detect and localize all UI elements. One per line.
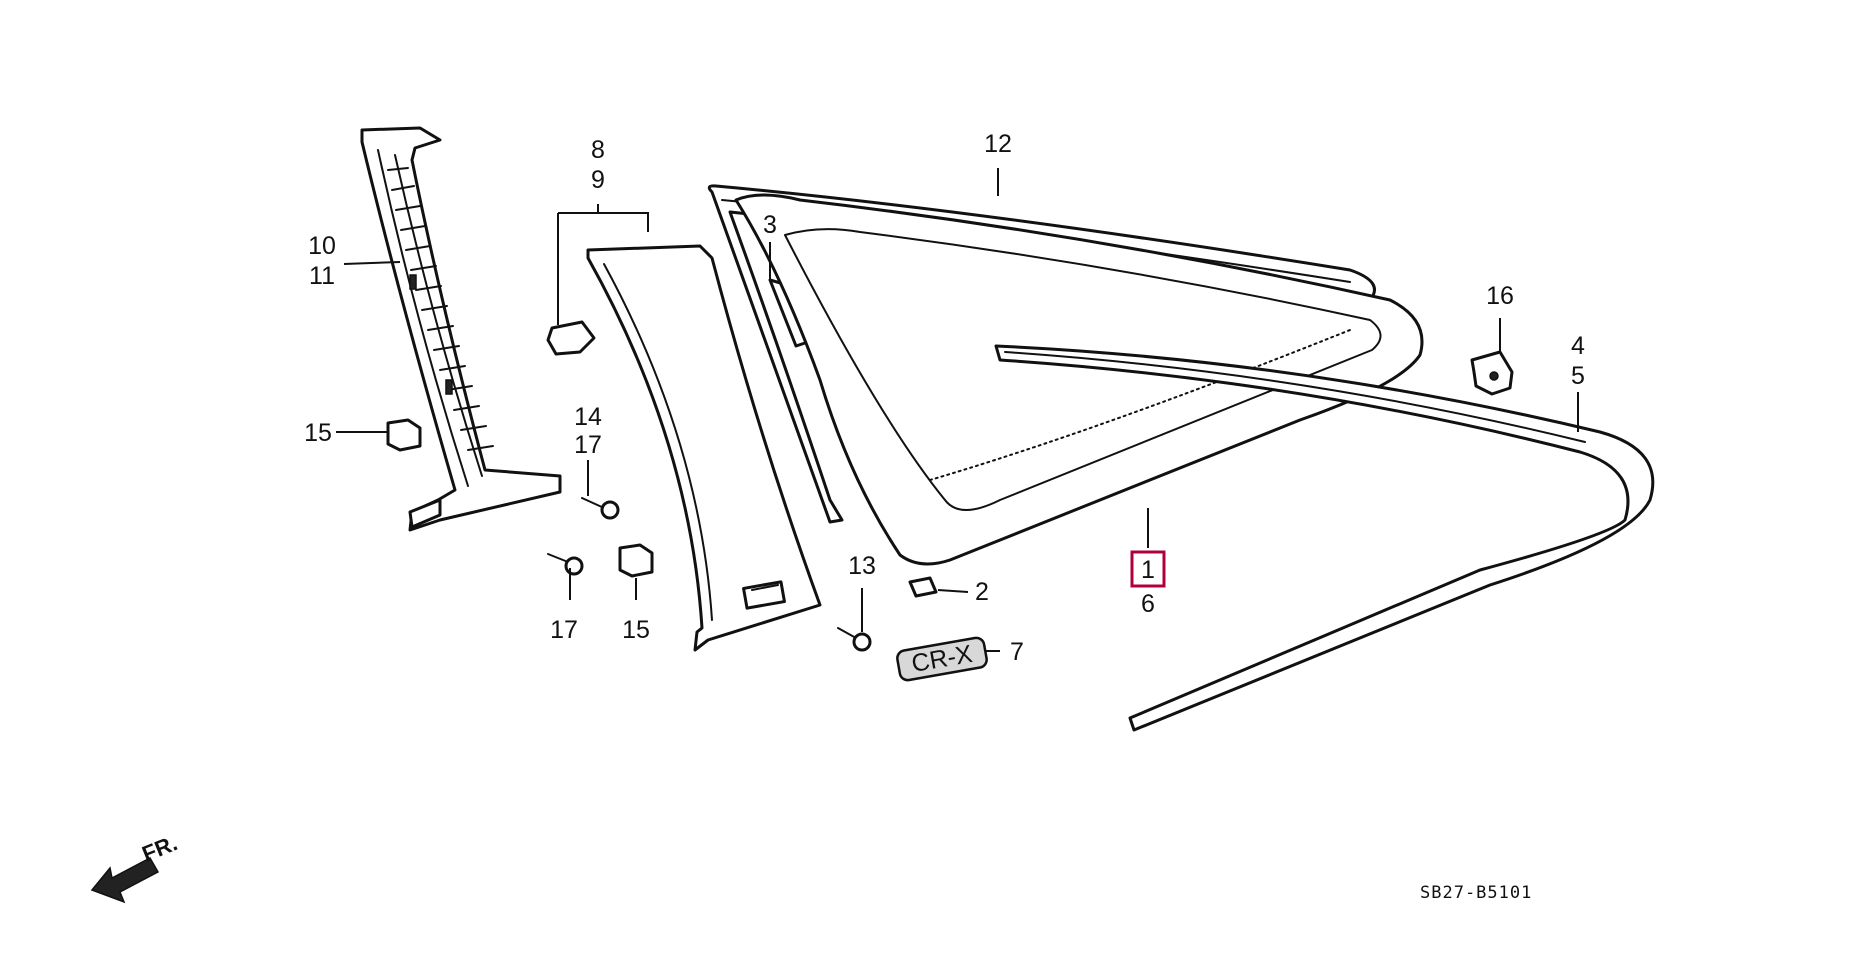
- callout-5: 5: [1571, 362, 1585, 390]
- direction-label: FR.: [139, 830, 181, 866]
- callout-17-top: 17: [574, 431, 602, 459]
- arrow-icon: [90, 856, 160, 904]
- rear-pillar-trim-part[interactable]: [586, 244, 822, 652]
- callout-15-bottom: 15: [622, 616, 650, 644]
- callout-1[interactable]: 1: [1141, 556, 1155, 584]
- clip-15-part[interactable]: [386, 418, 654, 578]
- callout-8: 8: [591, 136, 605, 164]
- callout-6: 6: [1141, 590, 1155, 618]
- emblem-part[interactable]: CR-X: [896, 636, 988, 682]
- callout-4: 4: [1571, 332, 1585, 360]
- clip-16-part[interactable]: [1470, 350, 1514, 396]
- callout-10: 10: [308, 232, 336, 260]
- glass-molding-part[interactable]: [994, 344, 1655, 732]
- clip-2-part[interactable]: [908, 576, 938, 598]
- front-direction-arrow: FR.: [90, 830, 181, 904]
- callout-14: 14: [574, 403, 602, 431]
- emblem-text: CR-X: [909, 640, 974, 678]
- leader-lines: [336, 168, 1579, 652]
- diagram-code: SB27-B5101: [1420, 883, 1532, 903]
- callout-labels: 8 9 10 11 15 14 17 17 15 12 3 16 4 5 13 …: [304, 130, 1585, 666]
- callout-11: 11: [309, 262, 335, 290]
- callout-7: 7: [1010, 638, 1024, 666]
- callout-13: 13: [848, 552, 876, 580]
- quarter-glass-part[interactable]: [734, 193, 1424, 566]
- callout-2: 2: [975, 578, 989, 606]
- callout-17-bottom: 17: [550, 616, 578, 644]
- callout-16: 16: [1486, 282, 1514, 310]
- callout-15-left: 15: [304, 419, 332, 447]
- pillar-garnish-part[interactable]: [360, 126, 562, 532]
- callout-1-highlight: [1130, 550, 1166, 588]
- callout-3: 3: [763, 211, 777, 239]
- callout-9: 9: [591, 166, 605, 194]
- clip-8-9-part[interactable]: [546, 320, 596, 356]
- callout-12: 12: [984, 130, 1012, 158]
